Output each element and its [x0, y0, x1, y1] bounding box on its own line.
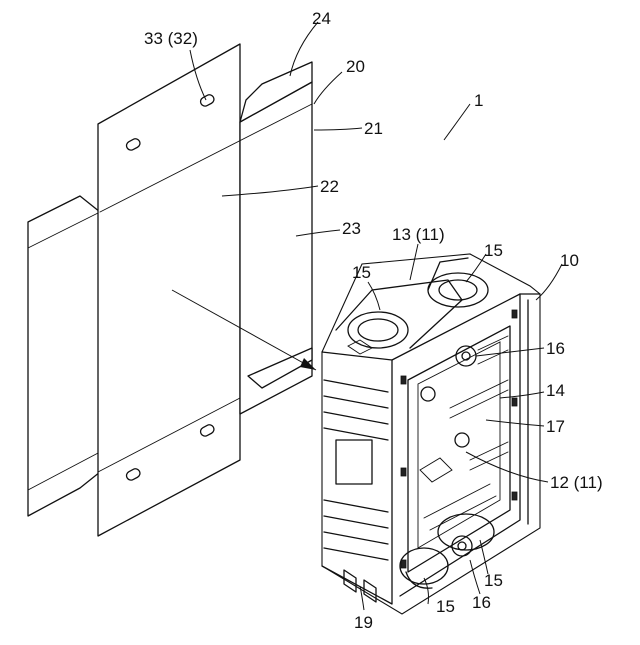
label-24: 24	[312, 9, 331, 28]
label-23: 23	[342, 219, 361, 238]
label-1: 1	[474, 91, 483, 110]
label-17: 17	[546, 417, 565, 436]
label-15-bottom: 15	[436, 597, 455, 616]
label-19: 19	[354, 613, 373, 632]
label-15-bottom-right: 15	[484, 571, 503, 590]
label-16-top: 16	[546, 339, 565, 358]
label-21: 21	[364, 119, 383, 138]
label-15-top-right: 15	[484, 241, 503, 260]
label-10: 10	[560, 251, 579, 270]
protective-sheet	[28, 44, 312, 536]
label-16-bottom: 16	[472, 593, 491, 612]
label-22: 22	[320, 177, 339, 196]
label-20: 20	[346, 57, 365, 76]
label-13: 13 (11)	[392, 225, 445, 244]
wiring-box	[322, 254, 540, 614]
label-33: 33 (32)	[144, 29, 198, 48]
label-15-top-left: 15	[352, 263, 371, 282]
label-12: 12 (11)	[550, 473, 603, 492]
label-14: 14	[546, 381, 565, 400]
